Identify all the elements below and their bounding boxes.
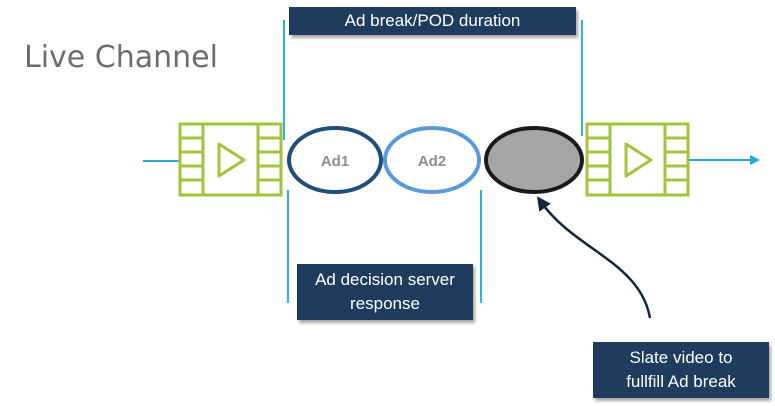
slate-video-label-line2: fullfill Ad break <box>626 372 736 391</box>
output-player-icon <box>585 122 690 197</box>
pod-duration-callout: Ad break/POD duration <box>289 7 576 35</box>
slate-pointer-arrow <box>536 196 652 319</box>
slate-video-callout: Slate video to fullfill Ad break <box>593 342 769 398</box>
ad1-label: Ad1 <box>321 153 349 170</box>
ad1-slot: Ad1 <box>287 126 383 194</box>
ad-decision-callout: Ad decision server response <box>297 264 473 320</box>
ad2-label: Ad2 <box>418 153 446 170</box>
slate-video-label-line1: Slate video to <box>629 348 733 367</box>
page-title: Live Channel <box>24 40 218 75</box>
ad-decision-label-line2: response <box>350 294 420 313</box>
pod-duration-label: Ad break/POD duration <box>344 11 521 30</box>
ad-decision-label-line1: Ad decision server <box>315 270 455 289</box>
source-player-icon <box>178 122 283 197</box>
ad2-slot: Ad2 <box>383 126 481 194</box>
slate-slot <box>484 126 584 194</box>
